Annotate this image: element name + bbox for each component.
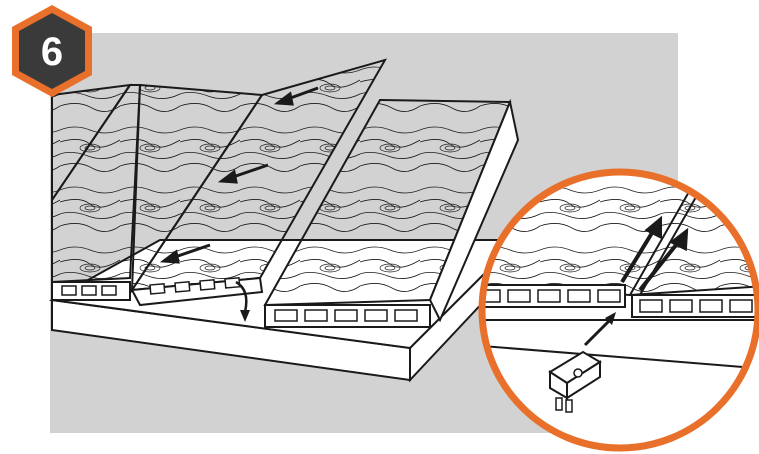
deck-board-icon bbox=[52, 85, 140, 300]
step-number: 6 bbox=[41, 30, 63, 74]
